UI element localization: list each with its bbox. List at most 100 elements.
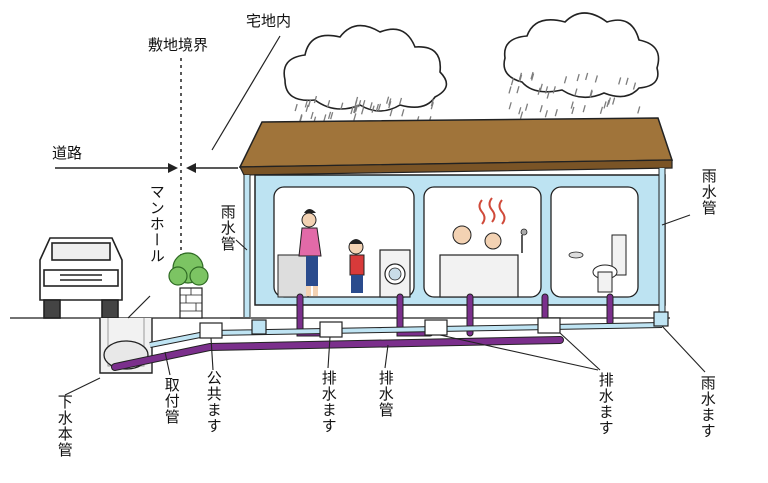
raindrop (354, 96, 359, 105)
raindrop (544, 110, 548, 118)
residential-leader (211, 35, 281, 151)
rain-basin-label: 雨水ます (698, 375, 717, 439)
rain-basin (251, 311, 669, 335)
raindrop (518, 107, 522, 115)
label-leaders (64, 214, 706, 396)
raindrop (539, 83, 543, 92)
raindrop (599, 106, 604, 114)
raindrop (637, 106, 641, 114)
steam (478, 197, 506, 225)
raindrop (353, 105, 357, 114)
raindrop (574, 88, 578, 96)
raindrop (430, 98, 434, 107)
drain-basin-label: 排水ます (596, 372, 615, 436)
drain-basin-label: 排水ます (319, 370, 338, 434)
raindrop (612, 97, 616, 105)
raindrop (594, 75, 598, 83)
raindrop (353, 105, 358, 114)
raindrop (585, 72, 589, 81)
roof (238, 117, 674, 176)
road-arrowhead (168, 163, 178, 173)
rain-pipe-right-label: 雨水管 (699, 168, 718, 216)
raindrop (618, 77, 622, 85)
toilet-icon (568, 234, 627, 293)
cloud-icon (503, 12, 660, 99)
raindrop (571, 106, 575, 115)
raindrop (519, 111, 524, 119)
raindrop (546, 91, 550, 99)
raindrop (518, 72, 523, 81)
residential-arrowhead (186, 163, 196, 173)
raindrop (510, 77, 515, 86)
raindrop (369, 102, 373, 110)
manhole-leader (127, 295, 151, 319)
car-icon (39, 237, 123, 319)
raindrop (310, 111, 314, 120)
rain-pipe-left-label: 雨水管 (218, 204, 237, 252)
raindrop (305, 104, 309, 112)
drain-pipe-label: 排水管 (376, 370, 395, 418)
raindrop (362, 99, 366, 108)
public-basin-label: 公共ます (204, 370, 223, 434)
raindrop (327, 111, 332, 120)
raindrop (537, 87, 541, 95)
raindrop (371, 105, 375, 113)
raindrop (554, 109, 558, 117)
raindrop (606, 99, 610, 108)
raindrop (518, 74, 523, 82)
raindrop (357, 100, 362, 108)
washing-machine-icon (379, 249, 411, 298)
raindrop (389, 109, 393, 117)
site-boundary-label: 敷地境界 (148, 36, 209, 54)
raindrop (625, 77, 629, 86)
raindrop (516, 86, 520, 94)
cloud-icon (283, 24, 448, 112)
raindrop (398, 97, 403, 106)
raindrop (570, 101, 574, 109)
road-label: 道路 (52, 144, 83, 162)
raindrop (323, 114, 327, 122)
raindrop (544, 86, 549, 94)
residential-label: 宅地内 (246, 12, 292, 30)
raindrop (294, 103, 298, 112)
raindrop (388, 98, 392, 106)
raindrop (508, 86, 512, 94)
raindrop (632, 82, 637, 90)
sewer-main-label: 下水本管 (55, 394, 74, 458)
raindrop (307, 99, 312, 108)
bathtub-icon (439, 225, 528, 298)
raindrop (563, 76, 568, 84)
raindrop (340, 102, 344, 110)
tree-icon (168, 252, 209, 319)
person-icon (348, 239, 365, 293)
raindrop (313, 95, 318, 104)
raindrop (524, 103, 529, 111)
raindrop (377, 103, 382, 112)
raindrop (539, 105, 543, 113)
manhole-label: マンホール (147, 184, 166, 264)
raindrop (508, 102, 512, 110)
raindrop (589, 90, 593, 98)
drain-basin (537, 317, 561, 334)
raindrop (330, 112, 334, 120)
rain (294, 71, 641, 124)
connection-pipe-label: 取付管 (162, 377, 181, 425)
raindrop (360, 107, 365, 115)
raindrop (354, 104, 359, 112)
raindrop (530, 73, 535, 81)
raindrop (582, 105, 586, 113)
raindrop (576, 73, 580, 82)
raindrop (401, 109, 405, 117)
person-icon (277, 209, 322, 298)
drain-basin (424, 319, 448, 336)
raindrop (552, 86, 556, 94)
drain-basin (319, 321, 343, 338)
raindrop (603, 101, 607, 109)
raindrop (530, 71, 534, 80)
raindrop (350, 106, 354, 115)
raindrop (607, 97, 611, 105)
raindrop (385, 96, 390, 104)
raindrop (430, 101, 434, 110)
